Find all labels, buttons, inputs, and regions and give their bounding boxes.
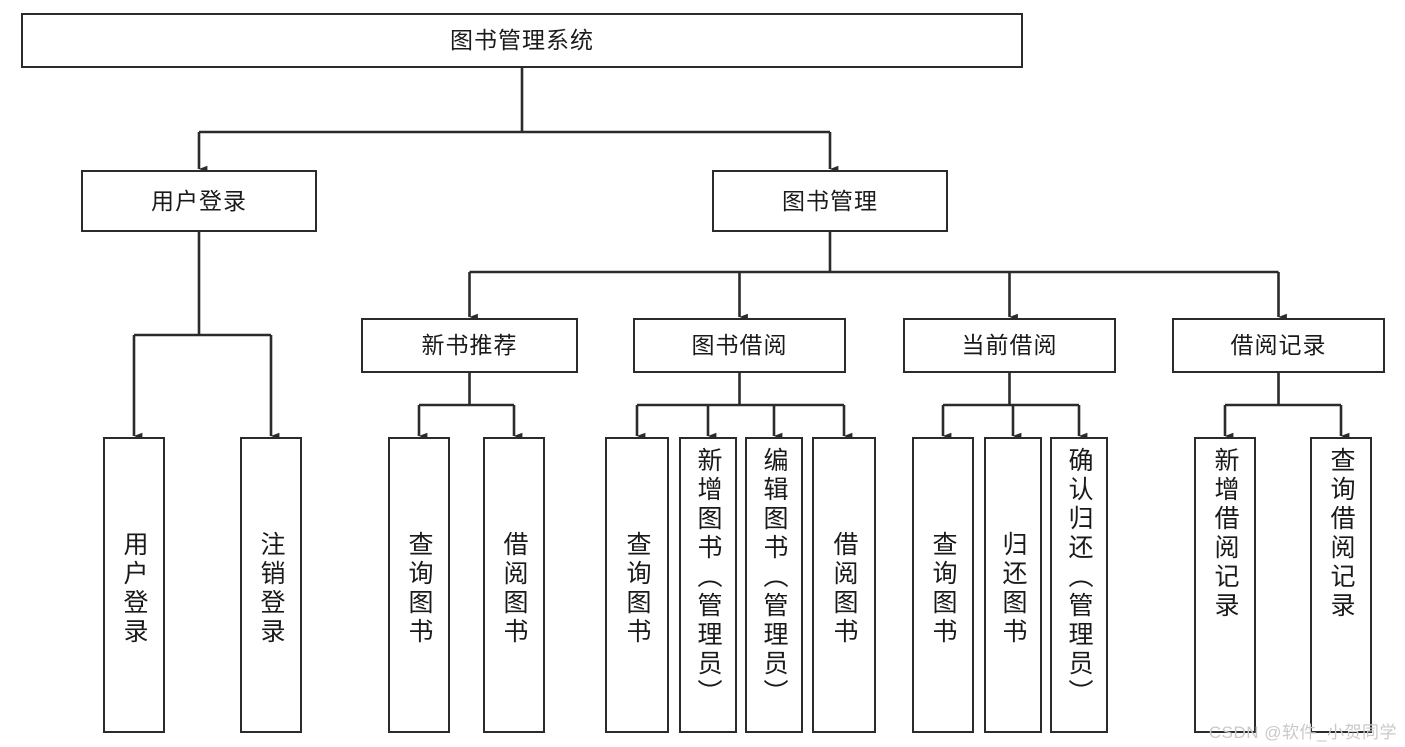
node-l_logout[interactable]: 注销登录 [240,437,302,733]
node-label: 注销登录 [257,531,285,647]
watermark: CSDN @软件_小贺同学 [1208,723,1397,742]
node-label: 新书推荐 [421,332,518,359]
node-label: 当前借阅 [961,332,1058,359]
node-label: 图书管理系统 [450,27,594,54]
node-label: 新增借阅记录 [1211,447,1239,621]
node-label: 用户登录 [151,187,247,214]
node-l_cu_query[interactable]: 查询图书 [912,437,974,733]
node-l_cu_return[interactable]: 归还图书 [984,437,1042,733]
node-label: 图书管理 [782,187,878,214]
node-label: 查询图书 [929,531,957,647]
node-l_bk_query[interactable]: 查询图书 [605,437,669,733]
node-l_bk_add[interactable]: 新增图书（管理员） [679,437,737,733]
node-l_bk_edit[interactable]: 编辑图书（管理员） [745,437,803,733]
node-newbook[interactable]: 新书推荐 [361,318,578,373]
node-label: 借阅记录 [1230,332,1327,359]
node-l_rc_add[interactable]: 新增借阅记录 [1194,437,1256,733]
node-label: 新增图书（管理员） [694,447,722,708]
node-root[interactable]: 图书管理系统 [21,13,1023,68]
node-label: 用户登录 [120,531,148,647]
node-label: 查询图书 [623,531,651,647]
node-label: 图书借阅 [691,332,788,359]
node-l_bk_borrow[interactable]: 借阅图书 [812,437,876,733]
node-label: 借阅图书 [830,531,858,647]
node-l_nb_borrow[interactable]: 借阅图书 [483,437,545,733]
node-login[interactable]: 用户登录 [81,170,317,232]
node-records[interactable]: 借阅记录 [1172,318,1385,373]
node-label: 确认归还（管理员） [1065,447,1093,708]
node-label: 查询借阅记录 [1327,447,1355,621]
node-borrow[interactable]: 图书借阅 [633,318,846,373]
node-label: 借阅图书 [500,531,528,647]
node-l_rc_query[interactable]: 查询借阅记录 [1310,437,1372,733]
node-label: 归还图书 [999,531,1027,647]
node-label: 编辑图书（管理员） [760,447,788,708]
node-current[interactable]: 当前借阅 [903,318,1116,373]
node-l_cu_confirm[interactable]: 确认归还（管理员） [1050,437,1108,733]
node-l_login[interactable]: 用户登录 [103,437,165,733]
node-bookmgmt[interactable]: 图书管理 [712,170,948,232]
node-label: 查询图书 [405,531,433,647]
node-l_nb_query[interactable]: 查询图书 [388,437,450,733]
